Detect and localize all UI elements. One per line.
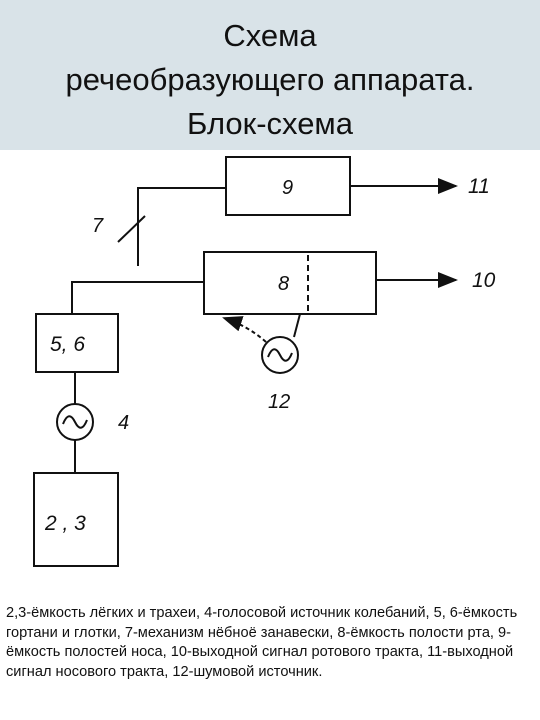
legend-caption: 2,3-ёмкость лёгких и трахеи, 4-голосовой… (6, 605, 518, 680)
wire-to-block-8 (71, 281, 204, 314)
wire-to-block-9 (137, 187, 226, 266)
block-8 (203, 251, 377, 315)
label-11: 11 (468, 175, 490, 198)
title-line-1: Схема (223, 18, 317, 53)
label-7: 7 (92, 215, 104, 237)
block-diagram: 9 8 5, 6 2 , 3 7 4 12 10 11 (33, 156, 496, 567)
source-4-wave (62, 415, 88, 429)
wire-valve-7-lever (117, 215, 146, 243)
block-8-label: 8 (278, 273, 289, 295)
title-banner: Схема речеобразующего аппарата. Блок-схе… (0, 0, 540, 150)
page-title: Схема речеобразующего аппарата. Блок-схе… (0, 14, 540, 146)
noise-source-12-circle (261, 336, 299, 374)
title-line-2: речеобразующего аппарата. (65, 62, 475, 97)
noise-source-12-tie (293, 313, 301, 338)
label-12: 12 (268, 391, 290, 413)
noise-source-12-feed (222, 316, 267, 343)
block-5-6 (35, 313, 119, 373)
title-line-3: Блок-схема (186, 106, 353, 141)
label-4: 4 (118, 412, 129, 434)
block-9-label: 9 (282, 177, 293, 199)
label-10: 10 (472, 269, 496, 292)
block-5-6-label: 5, 6 (50, 333, 85, 356)
block-2-3-label: 2 , 3 (44, 512, 86, 535)
noise-source-12-wave (267, 348, 293, 362)
